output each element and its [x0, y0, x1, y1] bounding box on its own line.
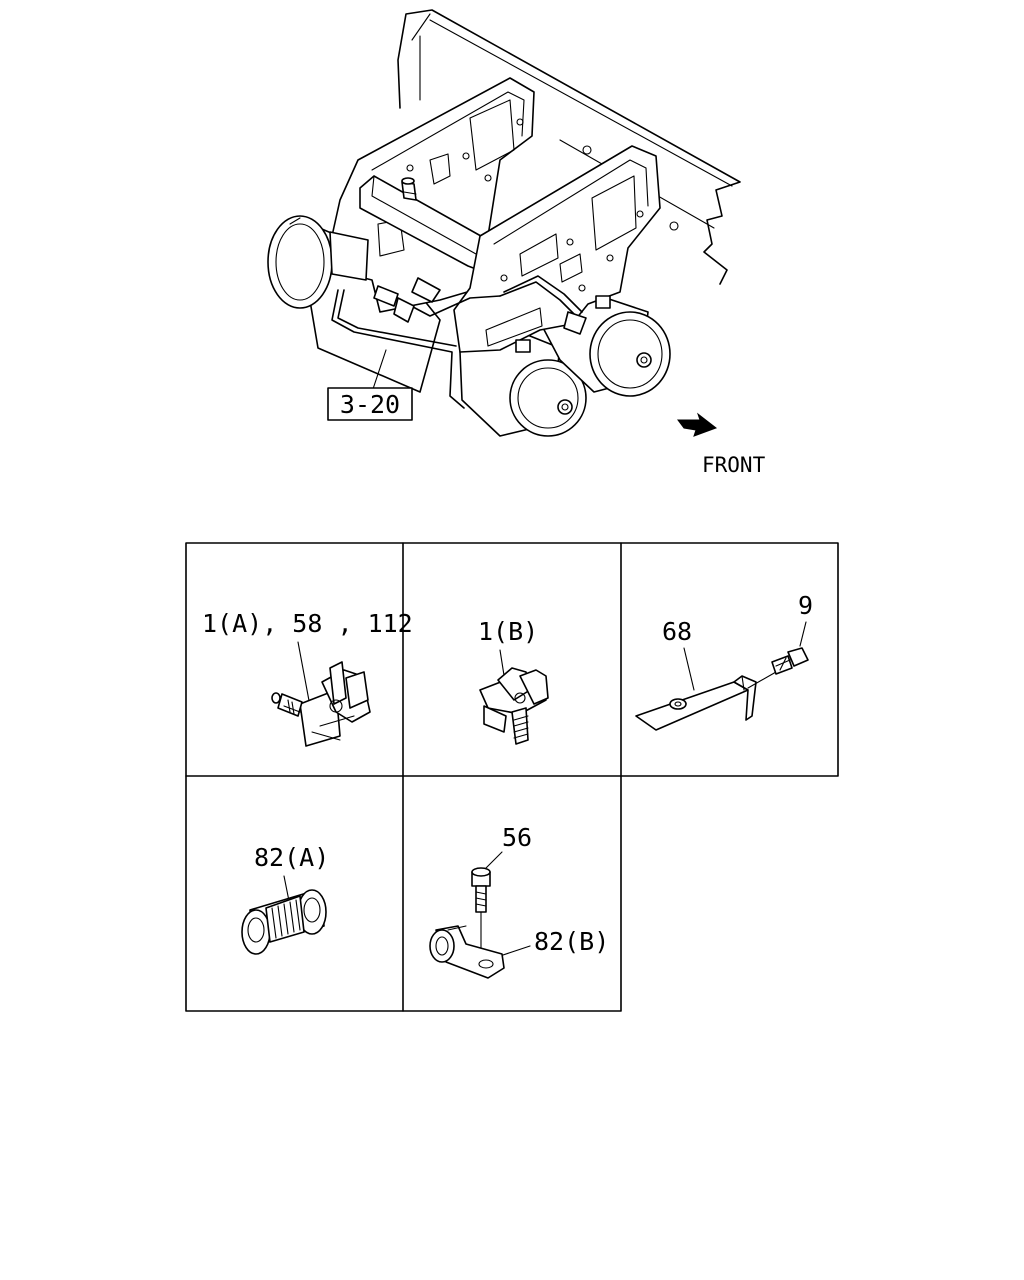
- detail-cell-clip-82a: 82(A): [241, 843, 329, 955]
- cell-5-leader-56: [483, 851, 503, 871]
- detail-cell-bracket-68: 68 9: [635, 591, 813, 731]
- air-pipes: [331, 275, 611, 409]
- detail-grid: [185, 542, 839, 1012]
- bracket-68-icon: [635, 675, 757, 731]
- cell-3-leader-9: [799, 621, 807, 647]
- detail-cell-clamp-82b: 56 82(B): [429, 823, 609, 979]
- cell-1-leader: [297, 641, 311, 707]
- detail-cell-clip-1b: 1(B): [478, 617, 549, 745]
- cell-3-label-68: 68: [662, 617, 692, 646]
- cell-1-label: 1(A), 58 , 112: [202, 609, 413, 638]
- bolt-9-icon: [747, 647, 809, 689]
- air-tank-front-left: [459, 331, 587, 437]
- bracket-plate-front: [453, 145, 661, 353]
- front-arrow-icon: [677, 412, 718, 437]
- clip-1b-icon: [479, 667, 549, 745]
- front-direction-label: FRONT: [702, 453, 766, 477]
- clip-1a-icon: [271, 661, 371, 747]
- cell-5-label-82b: 82(B): [534, 927, 609, 956]
- cell-5-label-56: 56: [502, 823, 532, 852]
- clamp-82b-icon: [429, 925, 505, 979]
- cell-3-label-9: 9: [798, 591, 813, 620]
- cell-5-leader-82b: [499, 945, 531, 957]
- cell-3-leader-68: [683, 647, 695, 691]
- reference-leader-line: [371, 349, 387, 393]
- reference-box: [327, 387, 413, 421]
- cell-4-label: 82(A): [254, 843, 329, 872]
- clip-82a-icon: [241, 889, 327, 955]
- frame-rail: [397, 9, 741, 285]
- reference-label: 3-20: [340, 390, 400, 419]
- bracket-plate-rear: [329, 77, 535, 313]
- detail-cell-clip-1a: 1(A), 58 , 112: [202, 609, 413, 747]
- cell-2-label: 1(B): [478, 617, 538, 646]
- main-assembly: 3-20 FRONT: [267, 9, 766, 477]
